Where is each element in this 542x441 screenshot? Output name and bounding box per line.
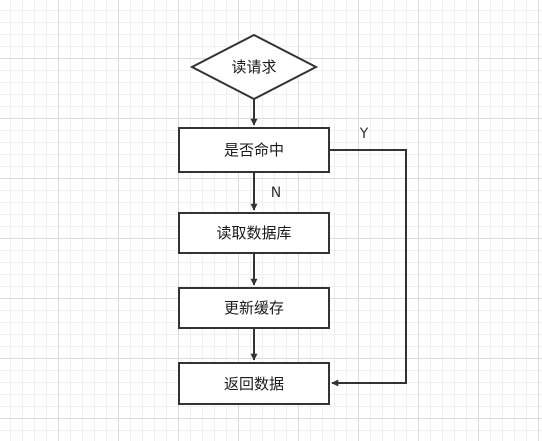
process-box — [178, 212, 330, 254]
node-check-hit-label: 是否命中 — [224, 141, 284, 159]
node-check-hit: 是否命中 — [178, 127, 330, 173]
node-read-db: 读取数据库 — [178, 212, 330, 254]
process-box — [178, 287, 330, 329]
node-read-db-label: 读取数据库 — [216, 224, 291, 242]
edge-check-to-return-yes — [329, 149, 407, 387]
decision-diamond — [189, 33, 319, 101]
node-update-cache: 更新缓存 — [178, 287, 330, 329]
node-start-label: 读请求 — [231, 58, 276, 76]
edge-label-yes: Y — [359, 126, 369, 142]
node-update-cache-label: 更新缓存 — [224, 299, 284, 317]
process-box — [178, 362, 330, 405]
process-box — [178, 127, 330, 173]
node-start: 读请求 — [189, 33, 319, 101]
edge-label-no: N — [271, 185, 281, 201]
node-return-data: 返回数据 — [178, 362, 330, 405]
node-return-data-label: 返回数据 — [224, 375, 284, 393]
